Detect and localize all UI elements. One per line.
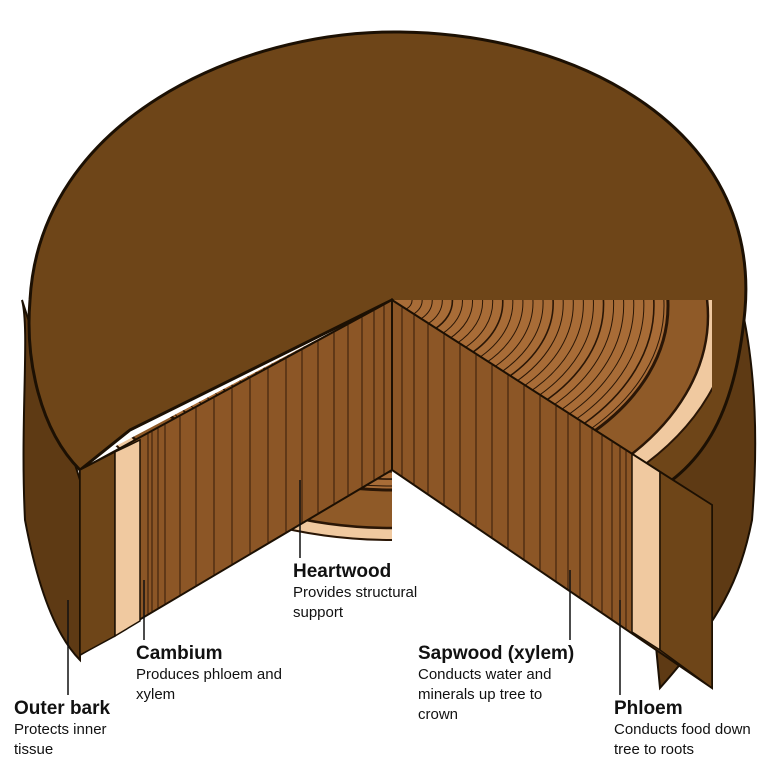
label-sapwood-desc: Conducts water and minerals up tree to c… (418, 665, 578, 725)
label-cambium: Cambium Produces phloem and xylem (136, 643, 286, 705)
label-heartwood-title: Heartwood (293, 561, 453, 583)
label-heartwood: Heartwood Provides structural support (293, 561, 453, 623)
cut-face-left-phloem (115, 440, 140, 636)
label-cambium-desc: Produces phloem and xylem (136, 665, 286, 705)
label-sapwood-title: Sapwood (xylem) (418, 643, 578, 665)
label-outer-bark-desc: Protects inner tissue (14, 720, 134, 760)
cut-face-right-bark (660, 472, 712, 688)
label-outer-bark-title: Outer bark (14, 698, 134, 720)
label-sapwood: Sapwood (xylem) Conducts water and miner… (418, 643, 578, 725)
label-cambium-title: Cambium (136, 643, 286, 665)
label-phloem-title: Phloem (614, 698, 772, 720)
label-heartwood-desc: Provides structural support (293, 583, 453, 623)
label-phloem: Phloem Conducts food down tree to roots (614, 698, 772, 760)
cut-face-right-phloem (632, 454, 660, 650)
label-outer-bark: Outer bark Protects inner tissue (14, 698, 134, 760)
cut-face-left-bark (80, 452, 115, 655)
label-phloem-desc: Conducts food down tree to roots (614, 720, 772, 760)
